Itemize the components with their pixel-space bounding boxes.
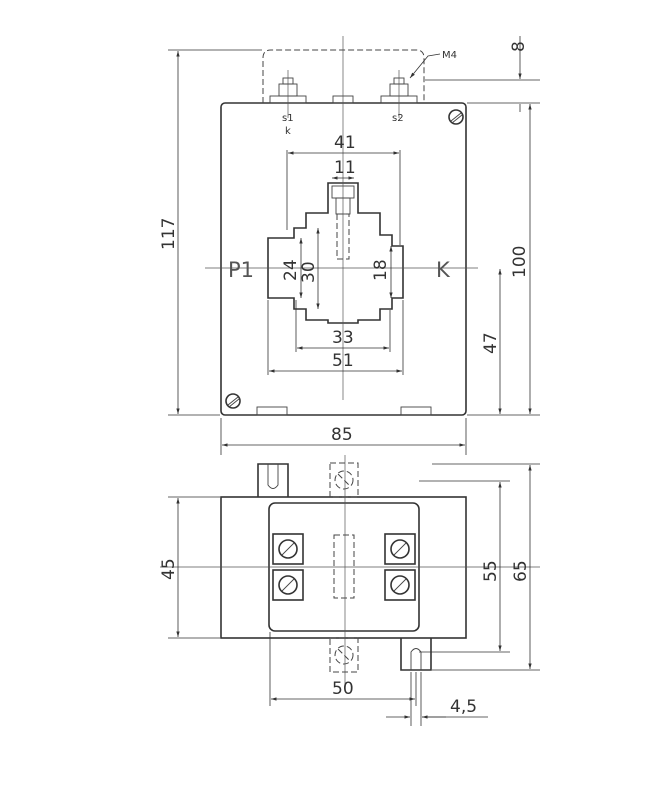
terminal-block-right — [384, 533, 416, 601]
center-dashed-slot — [333, 534, 355, 599]
dim-51: 51 — [332, 351, 354, 371]
front-view: s1 k s2 M4 P1 K — [159, 36, 540, 455]
dim-41: 41 — [334, 133, 356, 153]
terminal-label-k: k — [285, 126, 291, 137]
dim-55: 55 — [481, 560, 501, 582]
primary-window-outline — [267, 182, 404, 324]
dim-30: 30 — [299, 261, 319, 283]
dim-100: 100 — [510, 246, 530, 278]
plan-body-outline — [220, 496, 467, 639]
plan-foot-bottom — [400, 638, 432, 671]
corner-screw-bottom-left — [225, 393, 241, 409]
terminal-cover-dashed — [262, 49, 425, 103]
dim-4-5: 4,5 — [450, 697, 477, 717]
m4-leader — [409, 53, 441, 79]
dim-24: 24 — [281, 259, 301, 281]
corner-screw-top-right — [448, 109, 464, 125]
plan-view: 45 55 65 50 4,5 — [159, 455, 540, 726]
dim-117: 117 — [159, 218, 179, 250]
dashed-screw-bottom — [329, 637, 359, 673]
terminal-screw-s1 — [269, 70, 307, 118]
dim-8: 8 — [509, 41, 529, 52]
terminal-label-s1: s1 — [282, 113, 294, 124]
dim-11: 11 — [334, 158, 356, 178]
terminal-block-left — [272, 533, 304, 601]
thread-label-m4: M4 — [442, 50, 457, 61]
dim-33: 33 — [332, 328, 354, 348]
dashed-screw-top — [329, 462, 359, 498]
terminal-screw-s2 — [380, 70, 418, 118]
dim-65: 65 — [511, 560, 531, 582]
plan-foot-top — [257, 463, 289, 497]
front-foot-left — [256, 406, 288, 416]
dim-85: 85 — [331, 425, 353, 445]
terminal-label-s2: s2 — [392, 113, 404, 124]
dim-50: 50 — [332, 679, 354, 699]
front-foot-right — [400, 406, 432, 416]
dim-45: 45 — [159, 558, 179, 580]
primary-label-k: K — [436, 258, 451, 282]
dim-18: 18 — [371, 259, 391, 281]
dim-47: 47 — [481, 332, 501, 354]
primary-label-p1: P1 — [228, 258, 254, 282]
